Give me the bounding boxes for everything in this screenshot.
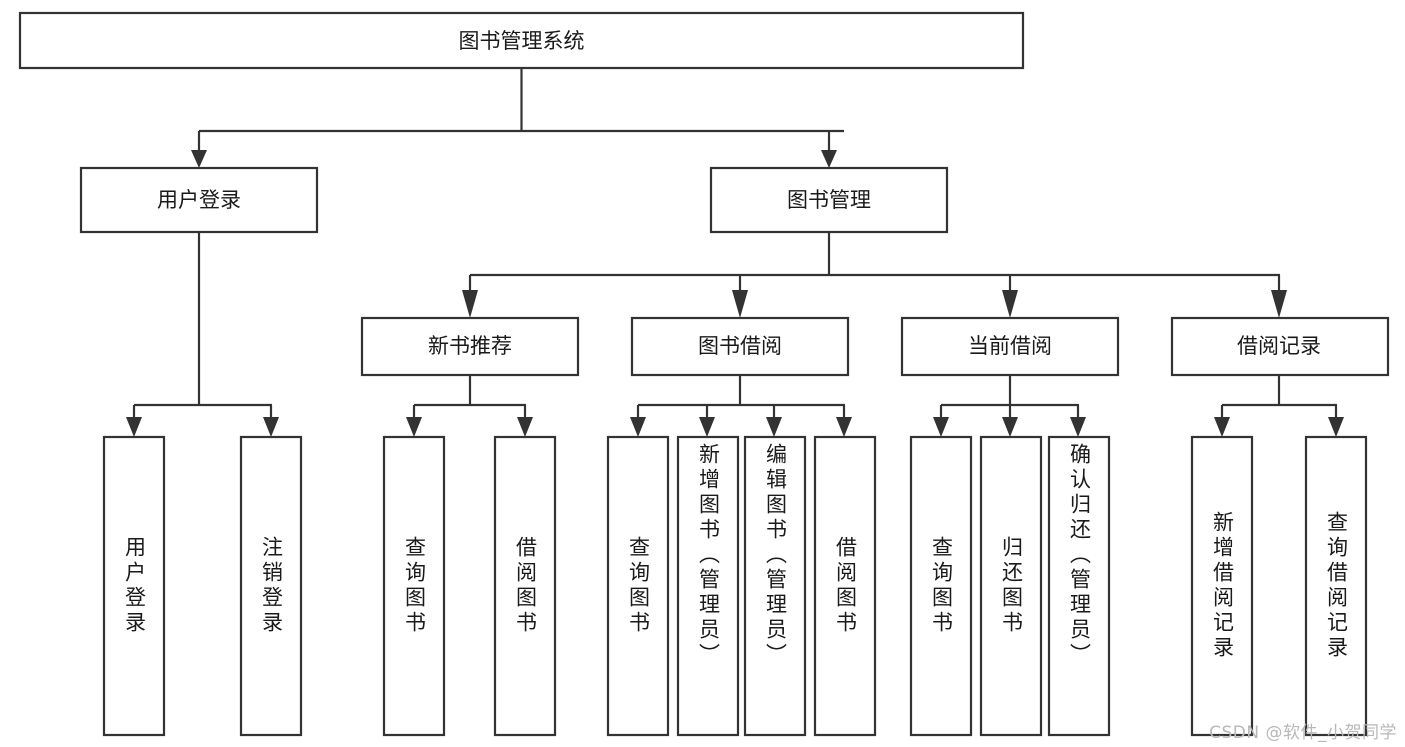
arrow-head-leaf-query-book-1 xyxy=(406,417,422,437)
node-book-borrow-box[interactable] xyxy=(630,316,850,377)
arrow-head-leaf-add-book xyxy=(699,417,715,437)
node-root-label: 图书管理系统 xyxy=(459,29,585,53)
arrow-head-leaf-add-record xyxy=(1214,417,1230,437)
watermark-text: CSDN @软件_小贺同学 xyxy=(1209,723,1397,743)
arrow-head-leaf-borrow-book-1 xyxy=(517,417,533,437)
node-book-borrow[interactable]: 图书借阅 xyxy=(630,316,850,377)
node-book-manage-label: 图书管理 xyxy=(787,188,871,212)
node-leaf-query-book-2-box[interactable] xyxy=(606,435,670,737)
arrow-head-leaf-logout xyxy=(263,417,279,437)
connector-group xyxy=(126,68,1344,437)
arrow-head-new-book-recommend xyxy=(462,290,478,318)
node-new-book-recommend[interactable]: 新书推荐 xyxy=(360,316,580,377)
arrow-head-leaf-query-book-2 xyxy=(630,417,646,437)
arrow-head-book-manage xyxy=(821,150,837,168)
node-leaf-edit-book-box[interactable] xyxy=(743,435,807,737)
node-leaf-logout-box[interactable] xyxy=(239,435,303,737)
arrow-head-leaf-return-book xyxy=(1002,417,1018,437)
node-leaf-confirm-return-box[interactable] xyxy=(1047,435,1111,737)
arrow-head-leaf-query-record xyxy=(1328,417,1344,437)
node-user-login-label: 用户登录 xyxy=(157,188,241,212)
node-leaf-borrow-book-2-box[interactable] xyxy=(813,435,877,737)
node-book-manage-box[interactable] xyxy=(709,166,949,234)
node-borrow-record-box[interactable] xyxy=(1170,316,1390,377)
node-book-manage[interactable]: 图书管理 xyxy=(709,166,949,234)
node-leaf-add-record-box[interactable] xyxy=(1190,435,1254,737)
arrow-head-borrow-record xyxy=(1271,290,1287,318)
node-root[interactable]: 图书管理系统 xyxy=(18,11,1025,70)
node-leaf-query-book-3-box[interactable] xyxy=(909,435,973,737)
arrow-head-book-borrow xyxy=(732,290,748,318)
node-leaf-user-login-box[interactable] xyxy=(102,435,166,737)
node-current-borrow-label: 当前借阅 xyxy=(968,334,1052,358)
arrow-head-leaf-query-book-3 xyxy=(933,417,949,437)
node-current-borrow-box[interactable] xyxy=(900,316,1120,377)
node-current-borrow[interactable]: 当前借阅 xyxy=(900,316,1120,377)
arrow-head-leaf-borrow-book-2 xyxy=(836,417,852,437)
node-new-book-recommend-label: 新书推荐 xyxy=(428,334,512,358)
arrow-head-leaf-confirm-return xyxy=(1070,417,1086,437)
node-user-login[interactable]: 用户登录 xyxy=(79,166,319,234)
node-leaf-borrow-book-1-box[interactable] xyxy=(493,435,557,737)
node-book-borrow-label: 图书借阅 xyxy=(698,334,782,358)
arrow-head-leaf-user-login xyxy=(126,417,142,437)
node-borrow-record-label: 借阅记录 xyxy=(1237,334,1321,358)
node-leaf-add-book-box[interactable] xyxy=(676,435,740,737)
node-leaf-return-book-box[interactable] xyxy=(979,435,1043,737)
node-root-box[interactable] xyxy=(18,11,1025,70)
node-leaf-query-record-box[interactable] xyxy=(1304,435,1368,737)
node-leaf-query-book-1-box[interactable] xyxy=(382,435,446,737)
arrow-head-user-login xyxy=(191,150,207,168)
node-user-login-box[interactable] xyxy=(79,166,319,234)
node-borrow-record[interactable]: 借阅记录 xyxy=(1170,316,1390,377)
node-new-book-recommend-box[interactable] xyxy=(360,316,580,377)
arrow-head-current-borrow xyxy=(1002,290,1018,318)
arrow-head-leaf-edit-book xyxy=(766,417,782,437)
